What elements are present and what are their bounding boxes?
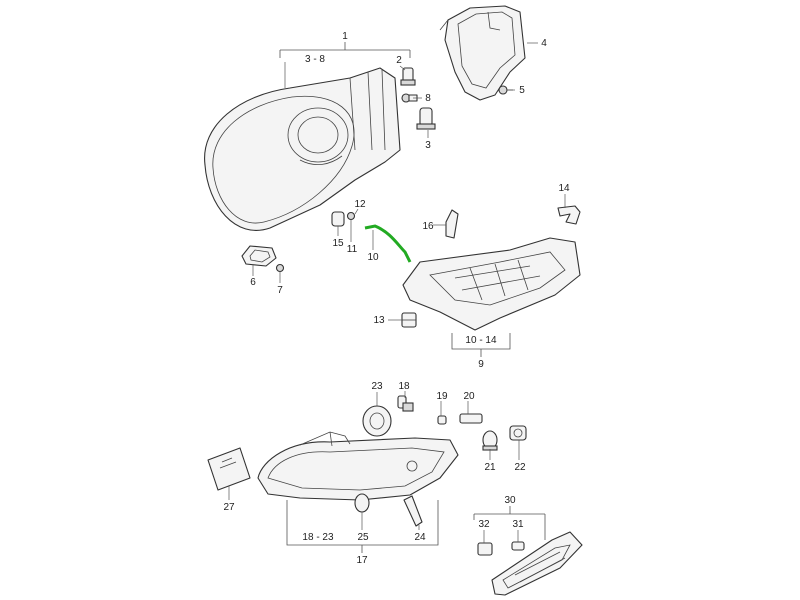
cap-part-25 [354,493,370,513]
label-8: 8 [425,93,431,104]
reference-labels: 1 3 - 8 2 4 5 8 3 12 15 11 10 14 16 6 7 … [223,31,570,566]
indicator-assembly [257,431,459,501]
label-7: 7 [277,285,283,296]
label-21: 21 [484,462,496,473]
label-4: 4 [541,38,547,49]
label-24: 24 [414,532,426,543]
leader-lines [228,42,566,553]
bulb-part-21 [482,430,498,451]
clip-part-11 [346,211,356,221]
label-2: 2 [396,55,402,66]
headlight-assembly [204,67,401,231]
side-marker-part-30 [491,531,583,596]
label-25: 25 [357,532,369,543]
bulb-part-2 [400,67,416,86]
label-32: 32 [478,519,490,530]
label-16: 16 [422,221,434,232]
label-5: 5 [519,85,525,96]
label-18-23: 18 - 23 [302,532,334,543]
label-9: 9 [478,359,484,370]
label-3-8: 3 - 8 [305,54,325,65]
label-12: 12 [354,199,366,210]
label-23: 23 [371,381,383,392]
label-31: 31 [512,519,524,530]
label-17: 17 [356,555,368,566]
seal-part-23 [362,405,392,437]
housing-cover [439,5,526,101]
carrier-part-9 [402,237,581,331]
label-13: 13 [373,315,385,326]
connector-part-13 [401,312,417,328]
bulb-part-31 [511,541,525,551]
label-19: 19 [436,391,448,402]
screw-part-7 [275,263,285,273]
label-1: 1 [342,31,348,42]
clip-part-24 [403,495,423,527]
label-27: 27 [223,502,235,513]
grommet-part-15 [331,211,345,227]
bracket-part-16 [445,209,459,239]
socket-part-20 [459,413,483,424]
label-10-14: 10 - 14 [465,335,497,346]
wire-part-10 [364,224,412,263]
label-11: 11 [347,244,358,255]
label-20: 20 [463,391,475,402]
gasket-part-6 [241,245,277,267]
bulb-part-3 [416,107,436,130]
label-3: 3 [425,140,431,151]
label-part-27 [207,447,251,491]
label-6: 6 [250,277,256,288]
label-22: 22 [514,462,526,473]
label-10: 10 [367,252,379,263]
clip-part-14 [557,205,581,225]
label-15: 15 [332,238,344,249]
bulb-part-18 [397,395,414,412]
socket-part-22 [509,425,527,441]
bulb-part-19 [437,415,447,425]
label-14: 14 [558,183,570,194]
label-30: 30 [504,495,516,506]
label-18: 18 [398,381,410,392]
socket-part-32 [477,542,493,556]
